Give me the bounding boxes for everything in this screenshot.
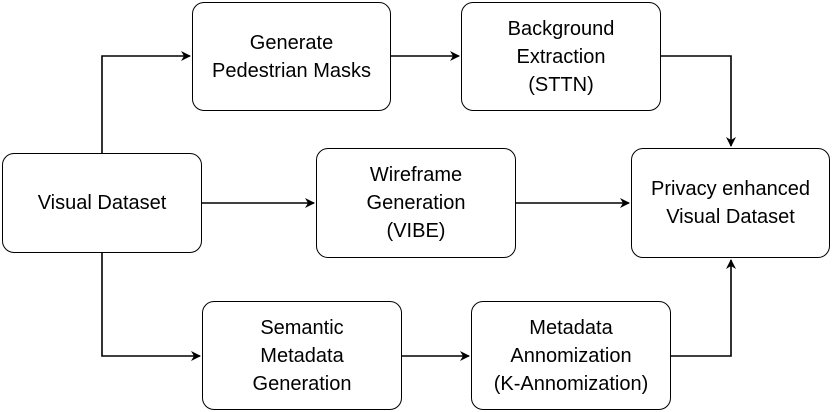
node-privacy-enhanced-visual-dataset: Privacy enhanced Visual Dataset (631, 148, 830, 258)
node-wireframe-generation: Wireframe Generation (VIBE) (316, 148, 516, 258)
node-label-line: (VIBE) (386, 220, 446, 242)
node-semantic-metadata-generation: Semantic Metadata Generation (202, 301, 402, 410)
edge-anonymization-to-privacy (671, 259, 736, 357)
edge-background-to-privacy (661, 55, 736, 147)
node-label-line: Generation (366, 192, 466, 214)
node-label-line: Generate (249, 31, 334, 54)
node-label-line: Wireframe (369, 164, 463, 186)
node-label-line: Visual Dataset (37, 192, 167, 214)
edge-visual-to-masks (101, 51, 191, 153)
node-label-line: Pedestrian Masks (212, 59, 371, 82)
node-label-line: Annomization (510, 344, 632, 367)
node-label-line: Extraction (516, 45, 606, 68)
node-metadata-annomization: Metadata Annomization (K-Annomization) (471, 301, 671, 410)
node-background-extraction: Background Extraction (STTN) (461, 2, 661, 111)
edge-visual-to-semantic (101, 253, 201, 361)
node-generate-pedestrian-masks: Generate Pedestrian Masks (192, 2, 391, 111)
node-label-line: Background (507, 17, 615, 40)
node-label-line: Visual Dataset (666, 206, 795, 228)
node-label-line: Metadata (260, 344, 344, 367)
node-visual-dataset: Visual Dataset (2, 153, 202, 253)
node-label-line: (STTN) (528, 73, 594, 96)
node-label-line: Metadata (529, 316, 613, 339)
node-label-line: Generation (252, 372, 352, 395)
node-label-line: (K-Annomization) (493, 372, 649, 395)
node-label-line: Semantic (260, 316, 344, 339)
node-label-line: Privacy enhanced (651, 178, 810, 200)
